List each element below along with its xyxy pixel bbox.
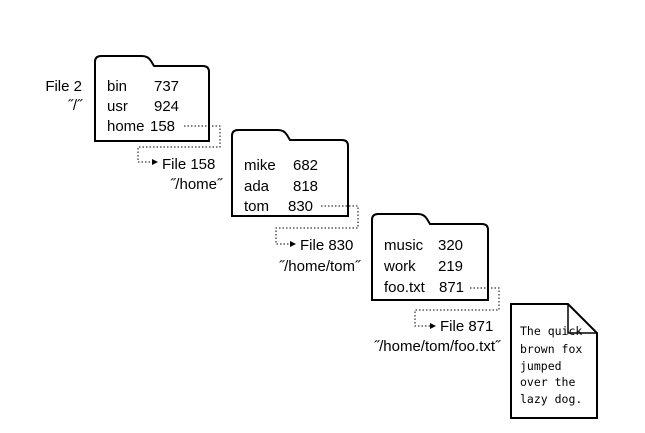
entry-inode: 682 [293,157,319,174]
entry-inode: 158 [150,118,176,135]
document-line: brown fox [520,342,583,356]
entry-inode: 924 [154,98,180,115]
entry-name: home [107,118,145,135]
entry-name: mike [244,157,276,174]
entry-name: bin [107,78,128,95]
folder-shape-home [231,129,349,217]
arrowhead-2 [290,241,296,247]
entry-name: usr [107,98,128,115]
folder-shape-tom [371,213,489,301]
folder-path-label: ˝/˝ [67,97,82,114]
file-label: File 871 [440,318,494,335]
entry-name: music [384,237,424,254]
file-path-label: ˝/home/tom/foo.txt˝ [374,338,500,355]
document-line: lazy dog. [520,392,583,406]
folder-file-label: File 2 [45,78,82,95]
arrowhead-1 [152,159,158,165]
entry-inode: 871 [439,279,465,296]
document-fold [567,304,597,334]
entry-inode: 818 [293,178,319,195]
folder-path-label: ˝/home˝ [170,176,222,193]
entry-inode: 830 [288,198,314,215]
connector-lines [137,125,500,327]
folder-shape-root [94,55,210,142]
document-line: jumped [520,359,562,373]
entry-inode: 219 [438,258,464,275]
folder-file-label: File 158 [162,156,216,173]
folder-path-label: ˝/home/tom˝ [279,258,360,275]
folder-file-label: File 830 [300,237,354,254]
entry-inode: 737 [154,78,180,95]
document-line: over the [520,375,576,389]
connector-home [137,125,221,163]
entry-name: foo.txt [384,279,425,296]
entry-name: ada [244,178,270,195]
entry-name: work [384,258,416,275]
entry-inode: 320 [438,237,464,254]
entry-name: tom [244,198,270,215]
document-line: The quick [520,324,583,338]
connector-arrowheads [152,159,436,329]
arrowhead-3 [430,323,436,329]
